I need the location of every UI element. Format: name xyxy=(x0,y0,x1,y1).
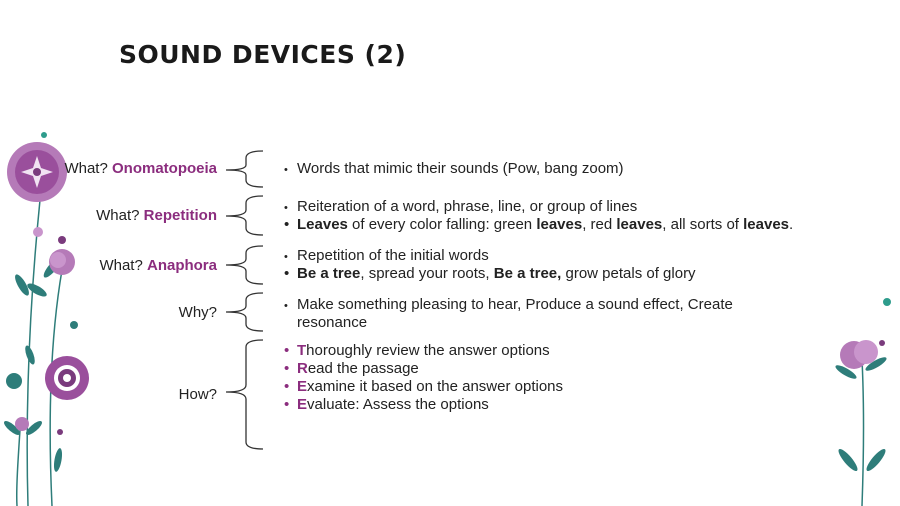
label-term: Anaphora xyxy=(146,257,217,274)
list-item: • Be a tree, spread your roots, Be a tree… xyxy=(284,265,844,283)
bullet-text: xamine it based on the answer options xyxy=(307,378,564,395)
bullet-text: horoughly review the answer options xyxy=(306,342,550,359)
bullet-text: Reiteration of a word, phrase, line, or … xyxy=(297,198,638,215)
list-item: • Read the passage xyxy=(284,360,844,378)
label-term: Repetition xyxy=(143,207,217,224)
list-item: • Thoroughly review the answer options xyxy=(284,342,844,360)
label-prefix: What? xyxy=(99,257,147,274)
bullet-text: ead the passage xyxy=(307,360,419,377)
slide-title: SOUND DEVICES (2) xyxy=(119,40,407,69)
acronym-letter: E xyxy=(297,378,308,395)
list-item: • Make something pleasing to hear, Produc… xyxy=(284,296,844,332)
bullet-icon: • xyxy=(284,216,290,233)
bullet-icon: • xyxy=(284,360,290,377)
bullet-text-line1: Make something pleasing to hear, Produce… xyxy=(297,296,733,313)
bullet-icon: • xyxy=(284,396,290,413)
list-item: • Words that mimic their sounds (Pow, ban… xyxy=(284,160,844,178)
label-prefix: Why? xyxy=(178,304,217,321)
acronym-letter: T xyxy=(297,342,307,359)
bullet-list: • Reiteration of a word, phrase, line, or… xyxy=(284,198,844,234)
bullet-icon: • xyxy=(284,265,290,282)
bullet-list: • Repetition of the initial words • Be a t… xyxy=(284,247,844,283)
list-item: • Repetition of the initial words xyxy=(284,247,844,265)
bold-word: leaves xyxy=(743,216,790,233)
label-term: Onomatopoeia xyxy=(111,160,217,177)
bold-word: Leaves xyxy=(297,216,348,233)
label-prefix: What? xyxy=(64,160,112,177)
acronym-letter: E xyxy=(297,396,308,413)
text-part: , red xyxy=(582,216,617,233)
row-label: What? Repetition xyxy=(96,207,217,224)
bold-word: Be a tree, xyxy=(493,265,562,282)
row-label: What? Onomatopoeia xyxy=(64,160,217,177)
bold-word: Be a tree xyxy=(297,265,361,282)
bullet-list: • Make something pleasing to hear, Produc… xyxy=(284,296,844,332)
bullet-text: Repetition of the initial words xyxy=(297,247,489,264)
list-item: • Reiteration of a word, phrase, line, or… xyxy=(284,198,844,216)
list-item: • Evaluate: Assess the options xyxy=(284,396,844,414)
bullet-icon: • xyxy=(284,342,290,359)
text-part: grow petals of glory xyxy=(561,265,696,282)
text-part: , all sorts of xyxy=(662,216,744,233)
row-label: Why? xyxy=(179,304,217,321)
bullet-text-line2: resonance xyxy=(297,314,368,331)
text-part: . xyxy=(789,216,794,233)
bullet-list: • Words that mimic their sounds (Pow, ban… xyxy=(284,160,844,178)
bold-word: leaves xyxy=(536,216,583,233)
label-prefix: What? xyxy=(96,207,144,224)
bullet-list: • Thoroughly review the answer options • R… xyxy=(284,342,844,414)
text-part: , spread your roots, xyxy=(360,265,494,282)
bullet-icon: • xyxy=(284,202,288,214)
bullet-icon: • xyxy=(284,378,290,395)
row-label: How? xyxy=(179,386,217,403)
acronym-letter: R xyxy=(297,360,308,377)
list-item: • Leaves of every color falling: green le… xyxy=(284,216,844,234)
text-part: of every color falling: green xyxy=(347,216,537,233)
bullet-text: Words that mimic their sounds (Pow, bang… xyxy=(297,160,624,177)
bullet-icon: • xyxy=(284,164,288,176)
list-item: • Examine it based on the answer options xyxy=(284,378,844,396)
row-label: What? Anaphora xyxy=(99,257,217,274)
bullet-text: valuate: Assess the options xyxy=(307,396,489,413)
bullet-icon: • xyxy=(284,251,288,263)
bullet-icon: • xyxy=(284,300,288,312)
label-prefix: How? xyxy=(178,386,217,403)
bold-word: leaves xyxy=(616,216,663,233)
